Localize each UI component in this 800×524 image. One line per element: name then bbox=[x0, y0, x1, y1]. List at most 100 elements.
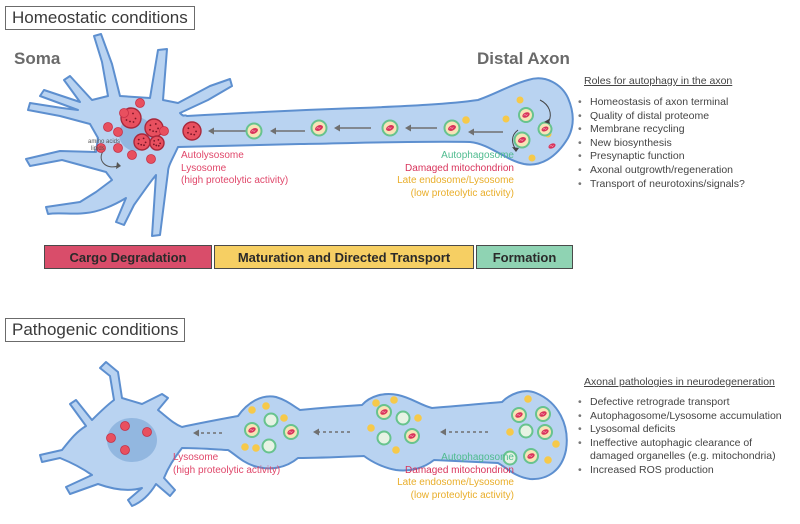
pathology-item: Ineffective autophagic clearance of bbox=[578, 437, 782, 451]
autolysosome-content bbox=[153, 140, 156, 142]
role-item: Quality of distal proteome bbox=[578, 110, 745, 124]
retrograde-arrow-head bbox=[468, 128, 474, 136]
mitochondrion-cristae bbox=[381, 410, 386, 413]
autolysosome-content bbox=[192, 126, 195, 128]
autolysosome-content bbox=[187, 131, 189, 134]
autophagosome-empty bbox=[502, 450, 518, 466]
lysosome bbox=[106, 433, 116, 443]
stage-cargo-degradation: Cargo Degradation bbox=[44, 245, 212, 269]
late-endosome bbox=[462, 116, 470, 124]
mitochondrion-cristae bbox=[542, 430, 547, 433]
pathogenic-late-endosome-label: Late endosome/Lysosome bbox=[397, 477, 514, 488]
retrograde-arrow-head bbox=[334, 124, 340, 132]
autolysosome-content bbox=[159, 142, 162, 145]
defective-arrow-head bbox=[193, 429, 199, 437]
pathogenic-right-labels: Autophagosome Damaged mitochondrion Late… bbox=[380, 452, 514, 502]
mitochondrion-cristae bbox=[251, 129, 256, 133]
defective-arrow-head bbox=[313, 428, 319, 436]
autolysosome-content bbox=[142, 137, 145, 140]
pathology-item: Lysosomal deficits bbox=[578, 423, 782, 437]
autolysosome-content bbox=[195, 130, 197, 133]
soma-note-line2: lipids bbox=[91, 146, 105, 152]
retrograde-arrow-head bbox=[208, 127, 214, 135]
lysosome bbox=[146, 154, 156, 164]
autolysosome-content bbox=[149, 124, 152, 127]
retrograde-arrow-head bbox=[405, 124, 411, 132]
mitochondrion bbox=[386, 125, 394, 131]
lysosome bbox=[159, 126, 169, 136]
roles-list: Homeostasis of axon terminalQuality of d… bbox=[578, 96, 745, 191]
soma-recycle-arrowhead bbox=[116, 162, 121, 169]
autolysosome bbox=[149, 135, 165, 151]
late-endosome bbox=[552, 440, 560, 448]
late-endosome bbox=[506, 428, 514, 436]
pathogenic-lysosome-note: (high proteolytic activity) bbox=[173, 464, 281, 476]
stage-formation: Formation bbox=[476, 245, 573, 269]
pathology-item: Autophagosome/Lysosome accumulation bbox=[578, 410, 782, 424]
autophagosome-empty bbox=[261, 438, 277, 454]
autolysosome-content bbox=[140, 143, 143, 146]
autolysosome-content bbox=[152, 130, 155, 133]
autolysosome-content bbox=[134, 117, 137, 120]
mitochondrion bbox=[518, 137, 526, 143]
pathogenic-neuron-body bbox=[39, 361, 568, 507]
pathology-item-continuation: damaged organelles (e.g. mitochondria) bbox=[590, 450, 776, 463]
lysosome-label: Lysosome bbox=[181, 162, 227, 174]
late-endosome bbox=[372, 399, 380, 407]
autophagosome-empty bbox=[518, 423, 534, 439]
autolysosome-content bbox=[155, 130, 158, 133]
stage-formation-label: Formation bbox=[492, 250, 557, 265]
autolysosome-content bbox=[143, 144, 145, 147]
pathogenic-left-labels: Lysosome (high proteolytic activity) bbox=[173, 452, 280, 477]
homeostatic-title: Homeostatic conditions bbox=[5, 6, 195, 30]
formation-arrow bbox=[539, 99, 551, 122]
pathogenic-autophagosome-label: Autophagosome bbox=[441, 452, 514, 463]
autolysosome-content bbox=[144, 141, 147, 144]
autophagosome-label: Autophagosome bbox=[441, 150, 514, 161]
autolysosome-content bbox=[125, 119, 128, 121]
lysosome bbox=[96, 143, 106, 153]
stage-cargo-degradation-label: Cargo Degradation bbox=[69, 250, 187, 265]
late-endosome bbox=[502, 115, 510, 123]
mitochondrion-cristae bbox=[288, 430, 293, 433]
late-endosome bbox=[280, 414, 288, 422]
autophagosome-empty bbox=[395, 410, 411, 426]
soma-note-line1: amino acids bbox=[88, 139, 121, 145]
mitochondrion-cristae bbox=[523, 113, 528, 116]
mitochondrion-cristae bbox=[409, 434, 414, 437]
roles-title: Roles for autophagy in the axon bbox=[584, 75, 733, 87]
role-item: Axonal outgrowth/regeneration bbox=[578, 164, 745, 178]
stage-maturation-transport-label: Maturation and Directed Transport bbox=[237, 250, 451, 265]
distal-axon-label: Distal Axon bbox=[477, 49, 570, 68]
homeostatic-neuron-body bbox=[25, 33, 574, 237]
autophagosome-empty bbox=[263, 412, 279, 428]
organelles bbox=[96, 96, 560, 466]
autolysosome bbox=[182, 121, 202, 141]
autolysosome-content bbox=[137, 142, 140, 145]
formation-arrow-head bbox=[544, 119, 550, 124]
late-endosome bbox=[414, 414, 422, 422]
autolysosome-content bbox=[157, 138, 160, 141]
autolysosome-content bbox=[129, 120, 131, 123]
autolysosome-content bbox=[132, 121, 135, 123]
pathogenic-mitochondrion-label: Damaged mitochondrion bbox=[405, 464, 514, 476]
late-endosome-label: Late endosome/Lysosome bbox=[397, 175, 514, 186]
late-endosome bbox=[262, 402, 270, 410]
lysosome bbox=[113, 143, 123, 153]
autolysosome-content bbox=[154, 123, 157, 125]
soma-note: amino acids lipids bbox=[88, 139, 120, 153]
pathogenic-late-endosome-note: (low proteolytic activity) bbox=[410, 489, 514, 501]
lysosome bbox=[142, 427, 152, 437]
pathology-item: Defective retrograde transport bbox=[578, 396, 782, 410]
lysosome bbox=[119, 108, 129, 118]
autolysosome-content bbox=[190, 133, 193, 136]
mitochondrion-cristae bbox=[387, 126, 392, 130]
retrograde-arrow-head bbox=[270, 127, 276, 135]
autophagosome-empty bbox=[376, 430, 392, 446]
mitochondrion bbox=[315, 125, 323, 131]
lysosome bbox=[103, 122, 113, 132]
role-item: Homeostasis of axon terminal bbox=[578, 96, 745, 110]
late-endosome bbox=[367, 424, 375, 432]
homeostatic-left-labels: Autolysosome Lysosome (high proteolytic … bbox=[181, 150, 288, 188]
